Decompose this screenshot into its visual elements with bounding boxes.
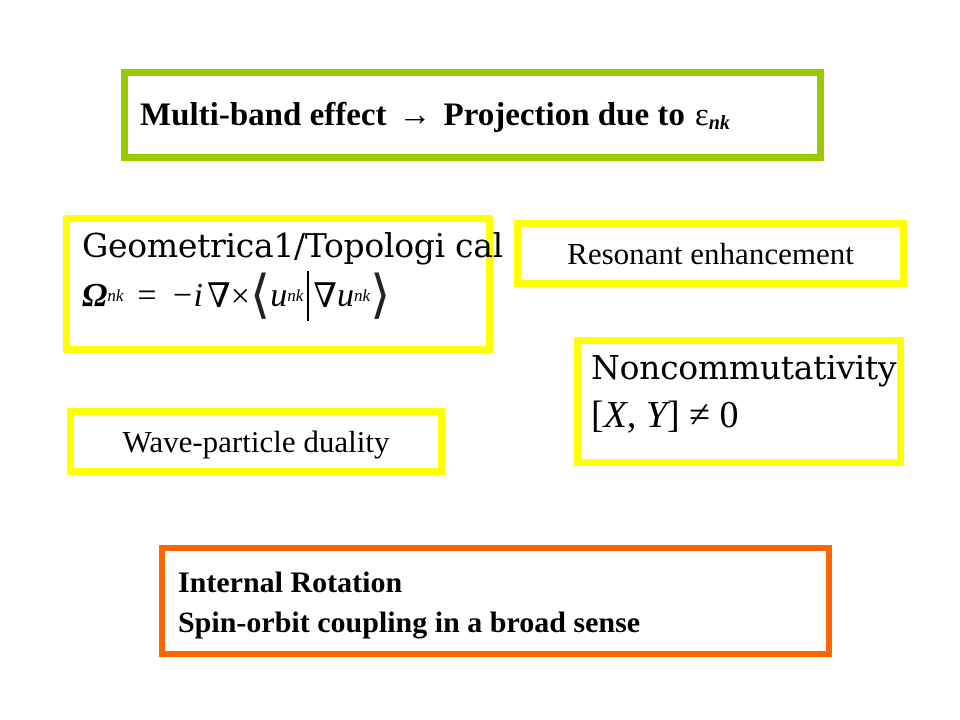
x-symbol: X — [603, 394, 627, 436]
wave-particle-box: Wave-particle duality — [67, 408, 445, 475]
projection-label: Projection due to — [443, 96, 685, 133]
epsilon-subscript: nk — [708, 111, 730, 134]
noncommutativity-title: Noncommutativity — [591, 348, 897, 387]
spin-orbit-label: Spin-orbit coupling in a broad sense — [178, 606, 641, 639]
right-arrow-icon: → — [398, 96, 432, 133]
nabla-symbol: ∇ — [313, 278, 338, 315]
omega-subscript: nk — [107, 286, 124, 305]
u-subscript-2: nk — [354, 286, 371, 305]
u-symbol-1: u — [270, 277, 288, 314]
u-symbol-2: u — [337, 277, 355, 314]
vertical-bar — [307, 271, 310, 321]
wave-particle-label: Wave-particle duality — [122, 423, 390, 459]
resonant-box: Resonant enhancement — [514, 220, 907, 287]
geometrical-title: Geometrica1/Topologi cal — [82, 226, 503, 265]
minus-i: −i — [170, 277, 203, 314]
close-bracket: ] — [667, 394, 680, 436]
y-symbol: Y — [645, 394, 668, 436]
comma: , — [626, 394, 646, 436]
open-bracket: [ — [591, 394, 604, 436]
right-angle-bracket: ⟩ — [370, 267, 391, 324]
epsilon-symbol: ε — [694, 96, 709, 133]
noncommutativity-box: Noncommutativity [X, Y] ≠ 0 — [574, 337, 904, 466]
nabla-cross: ∇× — [207, 278, 250, 315]
not-equal-zero: ≠ 0 — [679, 394, 739, 436]
multiband-label: Multi-band effect — [140, 96, 387, 133]
omega-symbol: Ω — [82, 277, 108, 314]
resonant-label: Resonant enhancement — [567, 235, 854, 271]
left-angle-bracket: ⟨ — [249, 267, 271, 324]
equals-sign: = — [137, 277, 157, 314]
internal-rotation-label: Internal Rotation — [178, 566, 403, 599]
internal-rotation-box: Internal Rotation Spin-orbit coupling in… — [159, 545, 832, 657]
u-subscript-1: nk — [287, 286, 304, 305]
commutator-formula: [X, Y] ≠ 0 — [591, 393, 897, 437]
